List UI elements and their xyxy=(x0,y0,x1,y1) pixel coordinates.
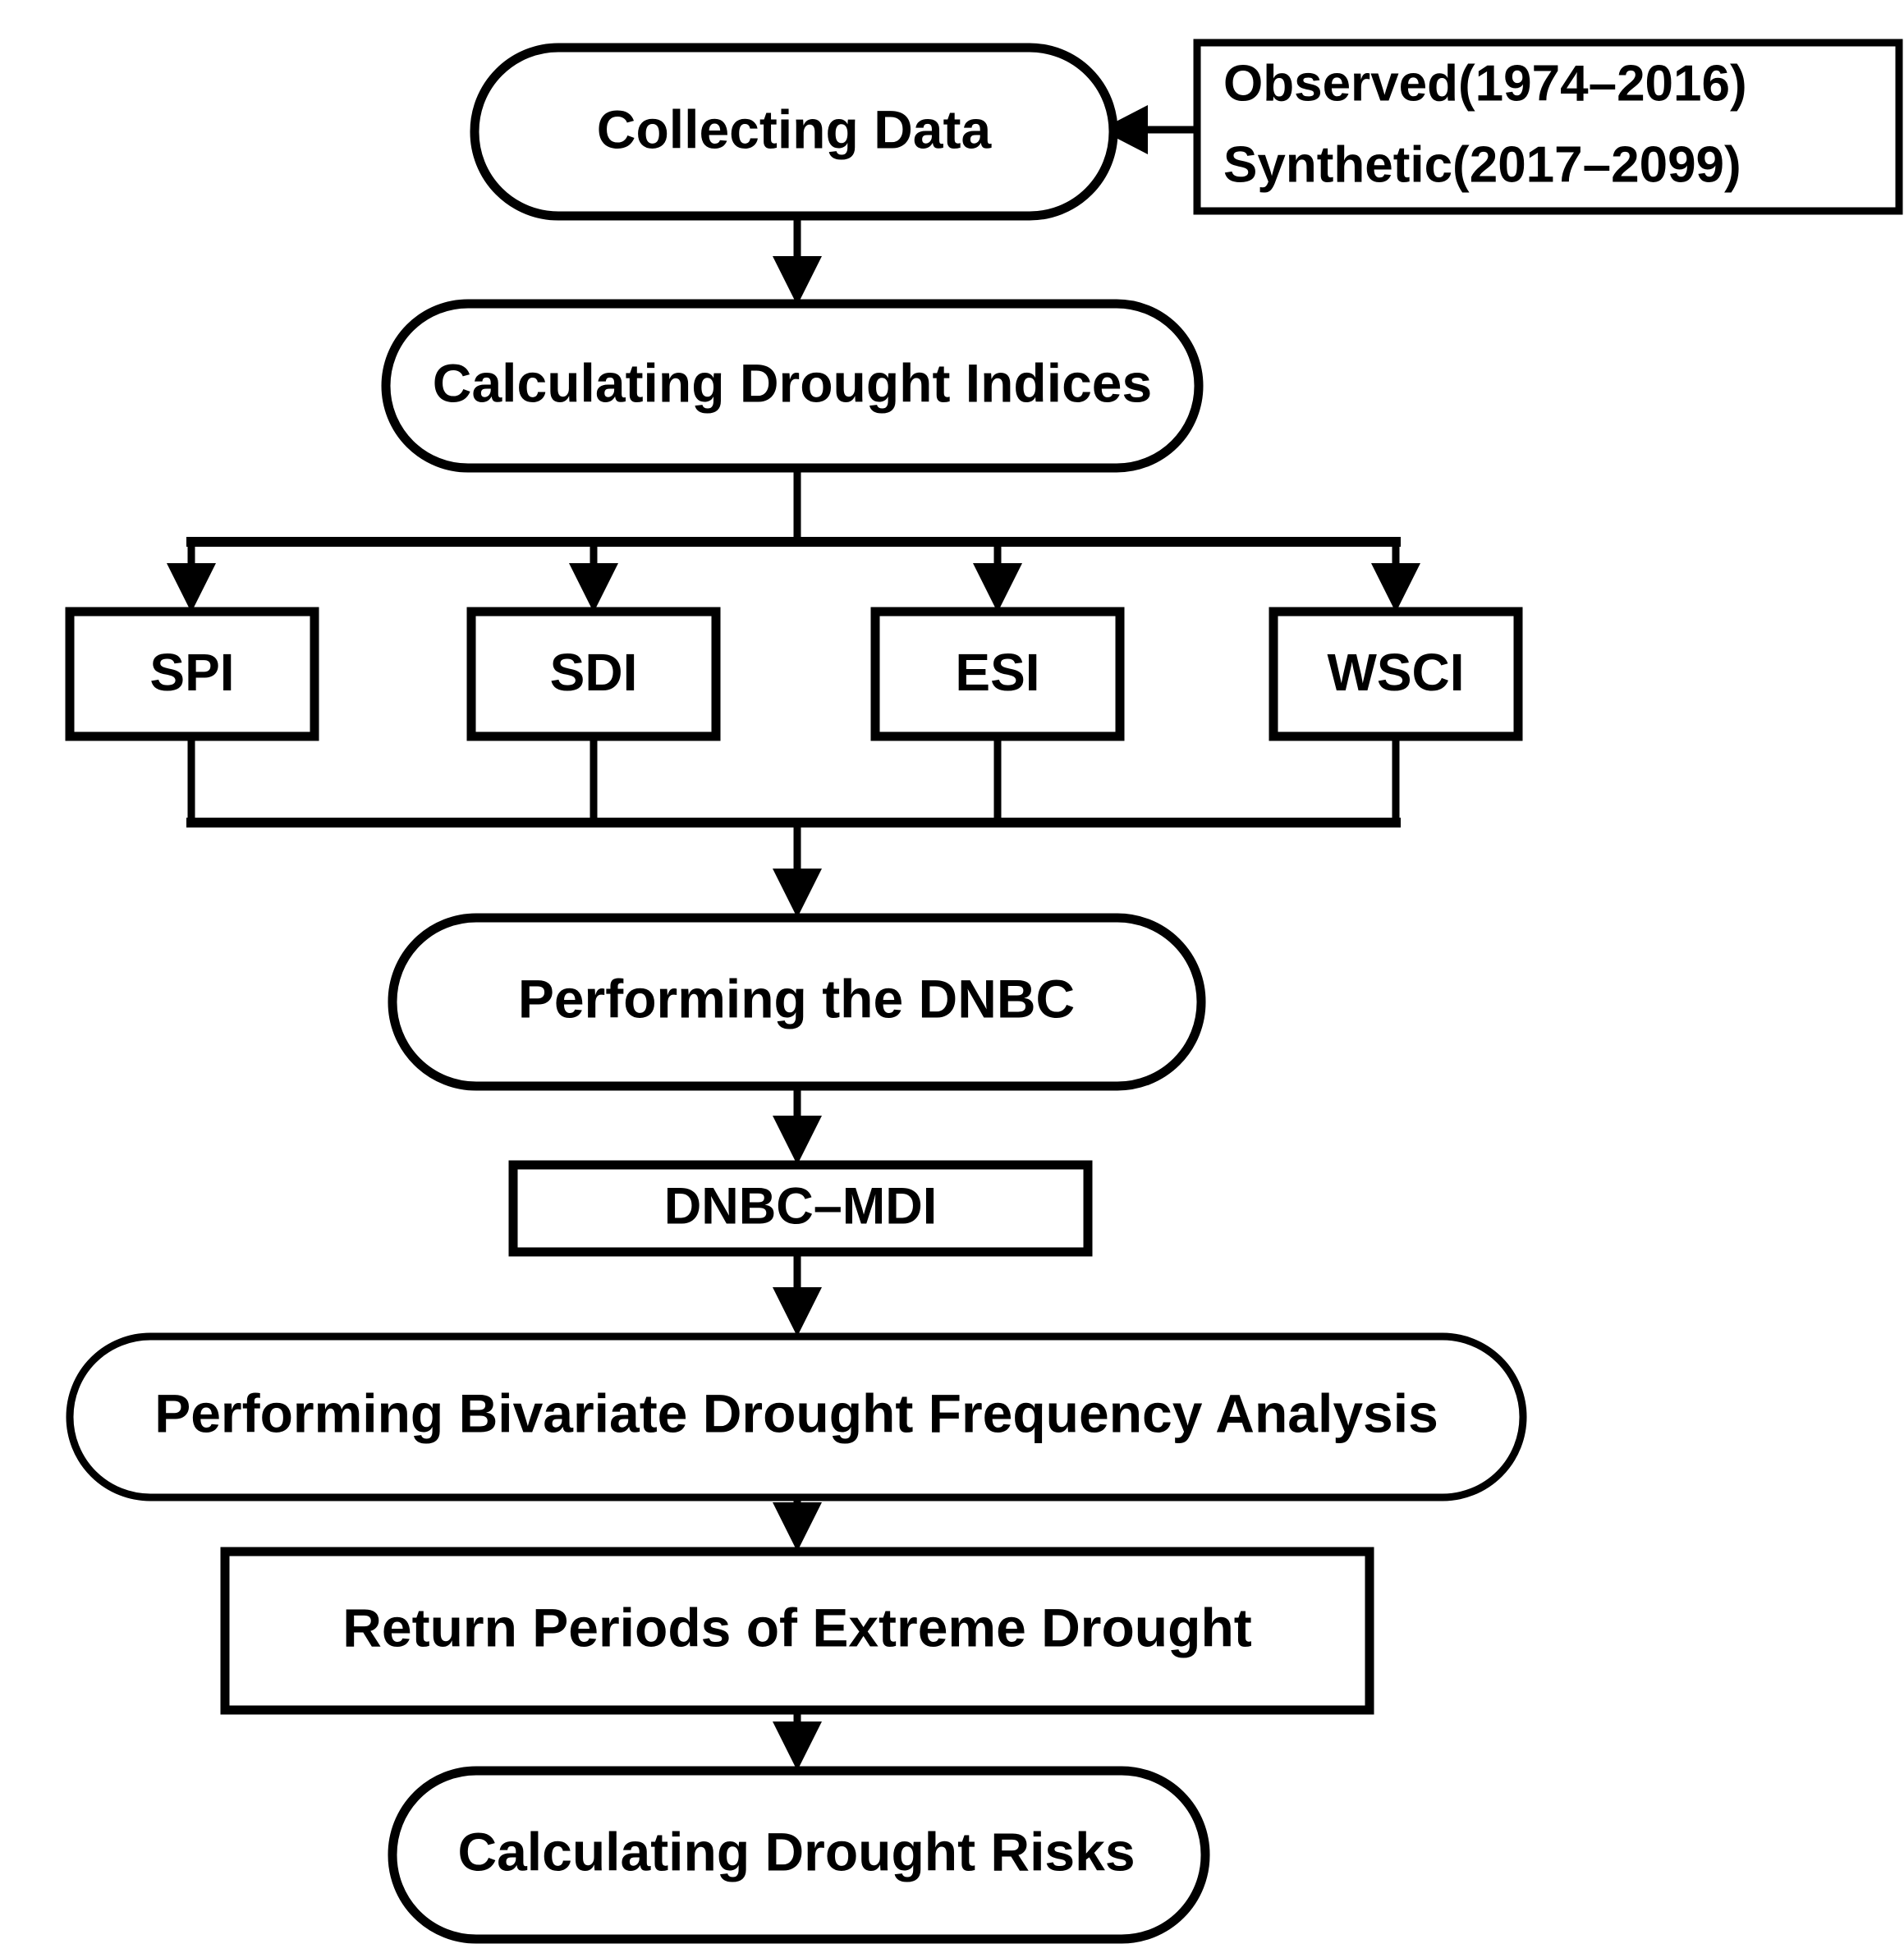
drought-risks-label: Calculating Drought Risks xyxy=(457,1821,1135,1882)
data-source-line-1: Observed(1974–2016) xyxy=(1223,55,1747,112)
node-return-periods[interactable]: Return Periods of Extreme Drought xyxy=(220,1547,1374,1715)
sdi-label: SDI xyxy=(550,643,638,702)
node-index-spi[interactable]: SPI xyxy=(65,607,319,741)
edge-bivariate-to-returnperiods xyxy=(773,1497,822,1552)
drought-risks-shape xyxy=(388,1766,1210,1944)
performing-dnbc-shape xyxy=(388,913,1206,1091)
node-bivariate-analysis[interactable]: Performing Bivariate Drought Frequency A… xyxy=(66,1332,1527,1501)
bivariate-analysis-shape xyxy=(66,1332,1527,1501)
data-source-line-2: Synthetic(2017–2099) xyxy=(1223,136,1741,193)
node-index-sdi[interactable]: SDI xyxy=(466,607,721,741)
wsci-label: WSCI xyxy=(1327,643,1464,702)
edge-dnbc-to-mdi xyxy=(773,1085,822,1165)
calculating-indices-shape xyxy=(381,299,1204,473)
spi-shape xyxy=(65,607,319,741)
edge-indices-fanout xyxy=(167,466,1420,612)
performing-dnbc-label: Performing the DNBC xyxy=(518,968,1075,1029)
edge-collecting-to-indices xyxy=(773,215,822,305)
dnbc-mdi-shape xyxy=(508,1160,1093,1257)
dnbc-mdi-label: DNBC–MDI xyxy=(664,1178,938,1236)
node-data-source[interactable]: Observed(1974–2016) Synthetic(2017–2099) xyxy=(1193,39,1903,215)
collecting-data-label: Collecting Data xyxy=(597,99,993,159)
spi-label: SPI xyxy=(149,643,234,702)
bivariate-analysis-label: Performing Bivariate Drought Frequency A… xyxy=(154,1382,1438,1443)
wsci-shape xyxy=(1269,607,1523,741)
edge-returnperiods-to-risks xyxy=(773,1710,822,1771)
node-drought-risks[interactable]: Calculating Drought Risks xyxy=(388,1766,1210,1944)
node-collecting-data[interactable]: Collecting Data xyxy=(470,43,1118,221)
edge-indices-merge xyxy=(186,737,1401,918)
edge-datasource-to-collecting xyxy=(1100,105,1197,154)
calculating-indices-label: Calculating Drought Indices xyxy=(433,352,1152,413)
node-index-esi[interactable]: ESI xyxy=(870,607,1125,741)
node-dnbc-mdi[interactable]: DNBC–MDI xyxy=(508,1160,1093,1257)
node-calculating-indices[interactable]: Calculating Drought Indices xyxy=(381,299,1204,473)
node-performing-dnbc[interactable]: Performing the DNBC xyxy=(388,913,1206,1091)
sdi-shape xyxy=(466,607,721,741)
return-periods-label: Return Periods of Extreme Drought xyxy=(342,1597,1251,1657)
collecting-data-shape xyxy=(470,43,1118,221)
return-periods-shape xyxy=(220,1547,1374,1715)
connector-layer xyxy=(167,105,1420,1771)
edge-mdi-to-bivariate xyxy=(773,1251,822,1336)
data-source-shape xyxy=(1193,39,1903,215)
node-index-wsci[interactable]: WSCI xyxy=(1269,607,1523,741)
esi-label: ESI xyxy=(955,643,1039,702)
esi-shape xyxy=(870,607,1125,741)
